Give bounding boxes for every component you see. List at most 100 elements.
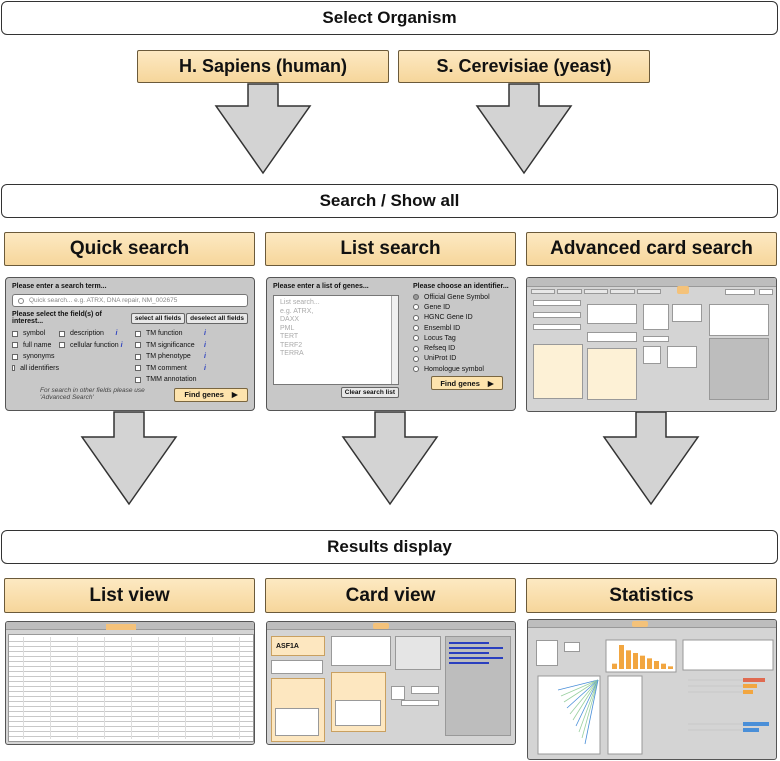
thumb-side-panel: [709, 338, 769, 400]
histogram-bar: [612, 663, 617, 669]
identifier-radio[interactable]: [413, 314, 419, 321]
field-checkbox[interactable]: [135, 376, 141, 383]
field-checkbox[interactable]: [59, 342, 65, 349]
select-all-fields-button[interactable]: select all fields: [130, 312, 186, 324]
gene-symbol: ASF1A: [276, 643, 299, 650]
down-arrow-human: [214, 83, 312, 175]
info-icon[interactable]: i: [120, 341, 123, 349]
field-column-1: symbol full name synonyms all identifier…: [12, 328, 59, 386]
field-checkbox[interactable]: [135, 330, 141, 337]
thumb-table-column: [131, 637, 132, 739]
identifier-label: Ensembl ID: [424, 324, 461, 332]
down-arrow-yeast: [475, 83, 573, 175]
list-search-label: List search: [340, 238, 441, 259]
list-search-tab[interactable]: List search: [265, 232, 516, 266]
search-show-all-label: Search / Show all: [319, 191, 460, 210]
identifier-radio[interactable]: [413, 335, 419, 342]
histogram-bar: [640, 655, 645, 669]
fan-line: [572, 679, 599, 721]
info-icon[interactable]: i: [204, 341, 206, 349]
identifier-radio[interactable]: [413, 294, 419, 301]
quick-search-input[interactable]: Quick search... e.g. ATRX, DNA repair, N…: [12, 294, 248, 307]
list-prompt: Please enter a list of genes...: [273, 283, 369, 290]
results-display-bar: Results display: [1, 530, 778, 564]
deselect-all-fields-button[interactable]: deselect all fields: [186, 312, 248, 324]
quick-find-genes-button[interactable]: Find genes ▶: [174, 387, 248, 402]
thumb-link-line: [449, 642, 489, 644]
horizontal-bars: [688, 678, 765, 694]
textarea-scrollbar[interactable]: [391, 296, 398, 384]
info-icon[interactable]: i: [204, 364, 206, 372]
info-icon[interactable]: i: [115, 330, 118, 338]
field-column-2: description i cellular function i: [59, 328, 135, 386]
horizontal-bar: [743, 684, 757, 688]
statistics-screenshot: [527, 619, 777, 760]
thumb-links: [449, 642, 507, 668]
identifier-label: Official Gene Symbol: [424, 293, 490, 301]
horizontal-bar: [743, 690, 753, 694]
histogram-bar: [626, 650, 631, 669]
identifier-radio[interactable]: [413, 366, 419, 373]
textarea-line: e.g. ATRX,: [280, 307, 314, 315]
quick-search-tab[interactable]: Quick search: [4, 232, 255, 266]
identifier-radio[interactable]: [413, 304, 419, 311]
thumb-table-column: [158, 637, 159, 739]
stats-graphics: [537, 639, 774, 755]
textarea-line: TERRA: [280, 350, 304, 357]
advanced-search-tab[interactable]: Advanced card search: [526, 232, 777, 266]
histogram-bar: [647, 658, 652, 669]
histogram-bar: [633, 653, 638, 669]
card-view-label: Card view: [345, 584, 436, 606]
organism-yeast-label: S. Cerevisiae (yeast): [436, 56, 612, 76]
search-show-all-bar[interactable]: Search / Show all: [1, 184, 778, 218]
thumb-table-column: [104, 637, 105, 739]
play-icon: ▶: [487, 378, 494, 388]
thumb-header: [527, 278, 776, 287]
textarea-line: PML: [280, 324, 295, 332]
field-checkbox[interactable]: [12, 330, 18, 337]
identifier-radio[interactable]: [413, 345, 419, 352]
down-arrow-advanced: [602, 411, 700, 506]
field-label: symbol: [23, 330, 46, 338]
info-icon[interactable]: i: [204, 353, 206, 361]
info-icon[interactable]: i: [204, 330, 206, 338]
clear-search-list-button[interactable]: Clear search list: [340, 387, 399, 398]
field-label: synonyms: [23, 353, 55, 361]
identifier-radio[interactable]: [413, 325, 419, 332]
textarea-line: List search...: [280, 299, 320, 306]
quick-search-label: Quick search: [69, 238, 190, 259]
identifier-prompt: Please choose an identifier...: [413, 283, 509, 290]
identifier-radio[interactable]: [413, 355, 419, 362]
orange-histogram: [612, 645, 673, 669]
field-column-3: TM function i TM significance i TM phenoty…: [135, 328, 235, 386]
select-organism-label: Select Organism: [322, 8, 457, 27]
field-checkbox[interactable]: [12, 353, 18, 360]
field-label: TM significance: [146, 341, 195, 349]
gene-list-textarea[interactable]: List search... e.g. ATRX, DAXX PML TERT …: [273, 295, 399, 385]
thumb-link-line: [449, 657, 503, 659]
field-checkbox[interactable]: [135, 365, 141, 372]
list-view-tab[interactable]: List view: [4, 578, 255, 613]
field-checkbox[interactable]: [59, 330, 65, 337]
organism-yeast-button[interactable]: S. Cerevisiae (yeast): [398, 50, 650, 83]
field-checkbox[interactable]: [135, 353, 141, 360]
field-checkbox[interactable]: [135, 342, 141, 349]
field-checkbox[interactable]: [12, 342, 18, 349]
statistics-tab[interactable]: Statistics: [526, 578, 777, 613]
field-label: cellular function: [70, 341, 119, 349]
card-view-tab[interactable]: Card view: [265, 578, 516, 613]
histogram-bar: [654, 661, 659, 669]
field-label: TM phenotype: [146, 353, 191, 361]
gene-card: ASF1A: [271, 636, 325, 656]
thumb-header: [267, 622, 515, 630]
list-find-genes-button[interactable]: Find genes ▶: [431, 376, 503, 391]
quick-search-panel: Please enter a search term... Quick sear…: [5, 277, 255, 411]
organism-human-button[interactable]: H. Sapiens (human): [137, 50, 389, 83]
field-label: TMM annotation: [146, 376, 197, 384]
find-genes-label: Find genes: [184, 390, 224, 399]
field-label: TM comment: [146, 364, 187, 372]
blue-bar: [743, 722, 769, 726]
field-label: TM function: [146, 330, 183, 338]
field-checkbox[interactable]: [12, 365, 16, 372]
down-arrow-list: [341, 411, 439, 506]
